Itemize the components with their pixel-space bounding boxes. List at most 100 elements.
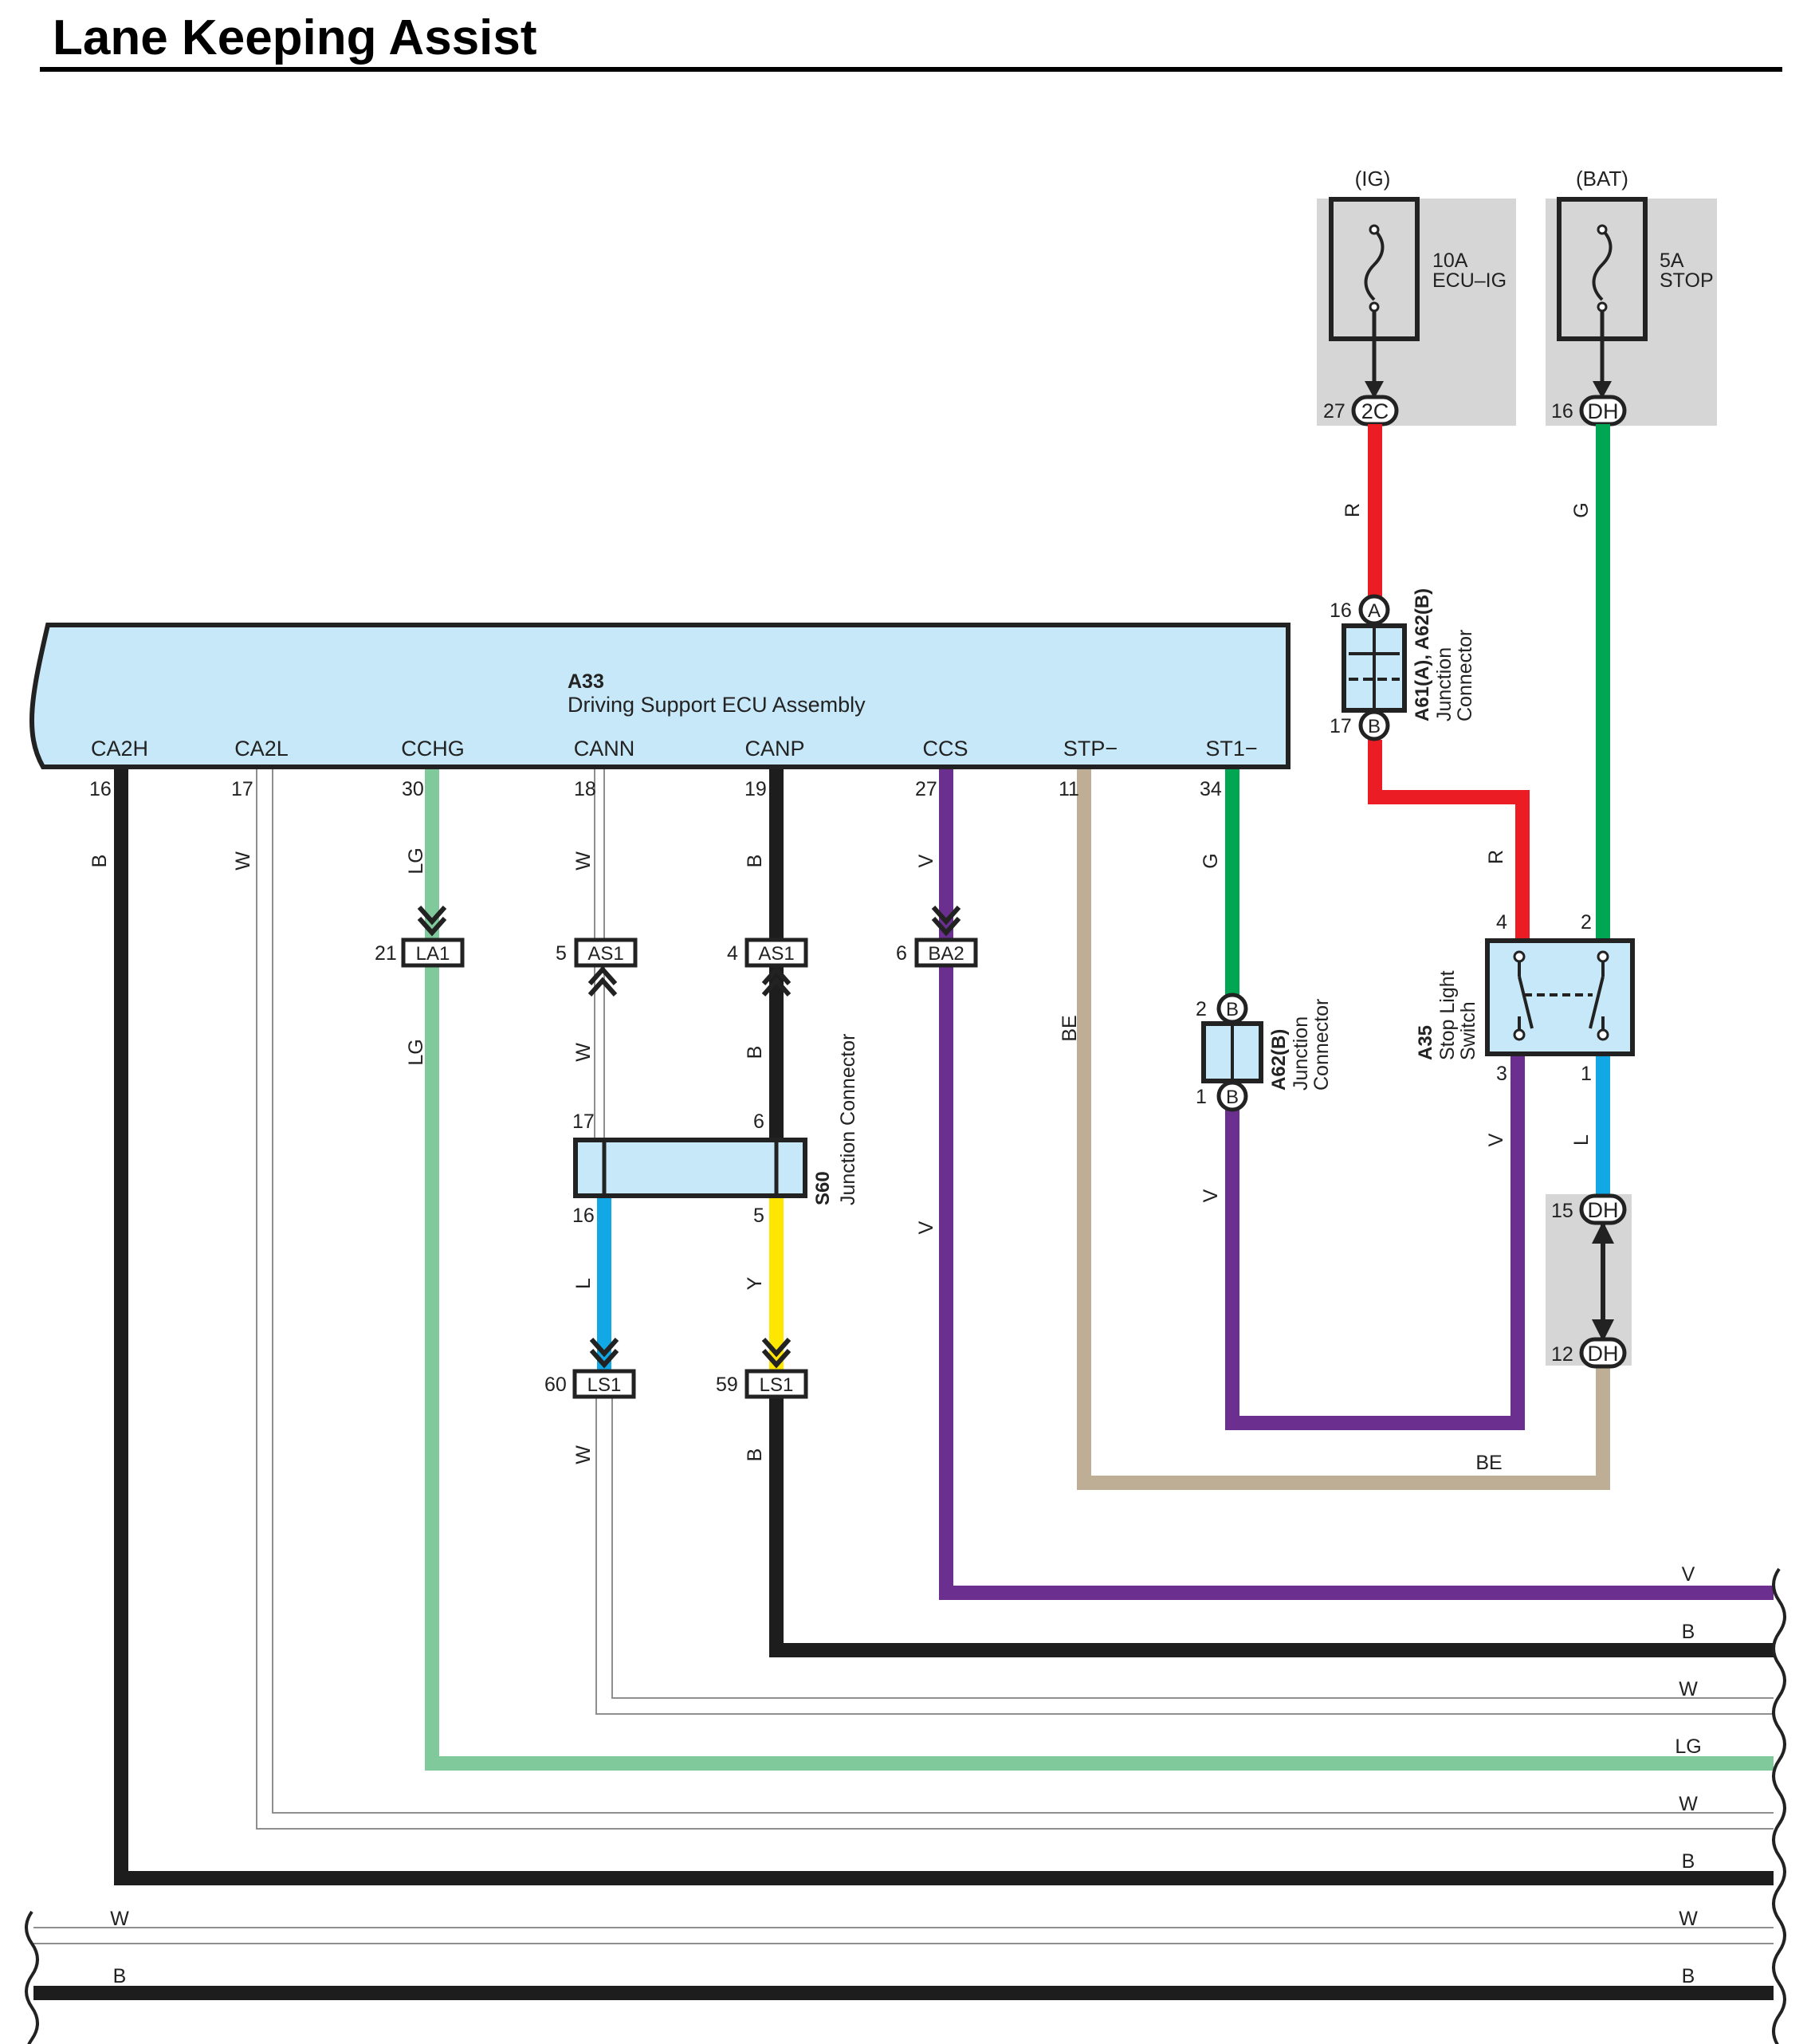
ls1-l-box [572, 1369, 636, 1399]
wl-ccs: V [915, 854, 937, 867]
switch-body [1485, 938, 1635, 1056]
ecu-pins: 16 17 30 18 19 27 11 34 [89, 778, 1222, 800]
wl-ba2-out: V [915, 1221, 937, 1234]
dh-down-arrow-icon [1592, 1319, 1614, 1342]
connector-la1: LA1 21 [375, 906, 465, 968]
wire-v-switch [1225, 1054, 1525, 1430]
wl-bat: G [1570, 502, 1593, 517]
ecu-assembly: A33 Driving Support ECU Assembly CA2H CA… [29, 623, 1290, 769]
wire-b-canp-bus [769, 1397, 1774, 1657]
ecu-description: Driving Support ECU Assembly [568, 693, 866, 717]
wire-lg-cchg [425, 767, 1774, 1771]
junction-s60: 17 6 16 5 S60 Junction Connector [572, 1034, 859, 1227]
wire-be [1077, 767, 1610, 1490]
ls1-y-box [744, 1369, 808, 1399]
stop-light-switch: 4 2 3 1 A35 Stop Light Switch [1415, 911, 1635, 1085]
s60-body [573, 1138, 807, 1198]
ig-fuse-name: ECU–IG [1432, 269, 1507, 292]
left-label-w: W [110, 1908, 129, 1930]
switch-name-2: Switch [1457, 1001, 1479, 1060]
ig-label: (IG) [1355, 167, 1391, 191]
bat-connector-id: DH [1588, 399, 1619, 423]
wl-l: L [572, 1278, 595, 1289]
bat-supply: (BAT) 5A STOP 16 DH [1546, 167, 1717, 426]
right-break-mark [1772, 1567, 1786, 2044]
bus-label-2: B [1682, 1621, 1695, 1643]
wire-b-ca2h [114, 767, 1774, 1885]
as1-cann-pin: 5 [556, 942, 567, 965]
connector-as1-canp: AS1 4 [727, 937, 808, 996]
wl-ls1-w: W [572, 1445, 595, 1464]
dh12-pin: 12 [1551, 1343, 1573, 1366]
a61-name-2: Connector [1454, 630, 1476, 721]
bat-fuse-name: STOP [1660, 269, 1714, 292]
ecu-terminal-cann: CANN [574, 737, 635, 761]
bus-labels: V B W LG W B W B W B [110, 1563, 1701, 1987]
connector-ba2: BA2 6 [896, 906, 978, 968]
a62-name-2: Connector [1310, 999, 1333, 1091]
wl-stp: BE [1059, 1015, 1081, 1041]
ecu-terminal-ca2h: CA2H [91, 737, 148, 761]
ba2-chevron-icon [931, 906, 961, 926]
wl-be: BE [1475, 1452, 1502, 1474]
junction-a62: B 2 B 1 A62(B) Junction Connector [1196, 993, 1333, 1112]
a61-name-1: Junction [1433, 647, 1455, 721]
a62-bottom-pin: 1 [1196, 1086, 1207, 1108]
s60-pin-17: 17 [572, 1110, 595, 1133]
ba2-pin: 6 [896, 942, 907, 965]
a62-id: A62(B) [1268, 1029, 1290, 1091]
a62-top-pin: 2 [1196, 998, 1207, 1020]
ls1-y-chevron-icon [761, 1338, 792, 1358]
bus-label-1: V [1682, 1563, 1695, 1586]
bat-fuse-amp: 5A [1660, 250, 1684, 272]
ig-fuse-amp: 10A [1432, 250, 1468, 272]
connector-ls1-l: LS1 60 [544, 1338, 636, 1399]
wl-a62-out: V [1200, 1189, 1222, 1202]
ba2-id: BA2 [928, 943, 964, 965]
as1-canp-chevron-icon [761, 965, 792, 985]
bus-label-4: LG [1675, 1735, 1701, 1758]
connector-dh-15: DH 15 [1551, 1193, 1627, 1225]
ecu-terminal-stp: STP− [1063, 737, 1118, 761]
connector-as1-cann: AS1 5 [556, 937, 638, 996]
la1-id: LA1 [416, 943, 450, 965]
ls1-l-pin: 60 [544, 1374, 567, 1396]
wire-w-ca2l [257, 767, 1774, 1828]
wl-switch-1: L [1570, 1134, 1593, 1146]
s60-pin-16: 16 [572, 1205, 595, 1227]
pin-canp: 19 [744, 778, 767, 800]
pin-ccs: 27 [915, 778, 937, 800]
wl-as1-cann-out: W [572, 1043, 595, 1062]
switch-pin-2: 2 [1581, 911, 1592, 934]
wl-cchg: LG [405, 847, 427, 874]
switch-pin-4: 4 [1496, 911, 1507, 934]
ecu-terminal-canp: CANP [744, 737, 804, 761]
bus-label-8: B [1682, 1965, 1695, 1987]
wl-a61-out: R [1485, 850, 1507, 864]
wire-w-cann-bus [597, 1397, 1774, 1713]
a62-top-code: B [1226, 999, 1239, 1020]
a61-top-code: A [1368, 600, 1381, 622]
ecu-terminal-cchg: CCHG [401, 737, 465, 761]
ig-supply: (IG) 10A ECU–IG 27 2C [1317, 167, 1516, 426]
switch-id: A35 [1415, 1025, 1436, 1060]
as1-canp-id: AS1 [758, 943, 794, 965]
switch-contact-right-icon [1589, 976, 1605, 1029]
bus-label-6: B [1682, 1850, 1695, 1873]
connector-ls1-y: LS1 59 [716, 1338, 808, 1399]
a61-bottom-terminal [1358, 710, 1390, 741]
a62-bottom-terminal [1216, 1080, 1248, 1112]
ba2-box [914, 937, 978, 968]
ecu-terminal-ca2l: CA2L [234, 737, 289, 761]
ig-pin: 27 [1323, 400, 1345, 423]
ig-fuse-icon [1364, 228, 1385, 301]
left-label-b: B [113, 1965, 127, 1987]
bat-label: (BAT) [1576, 167, 1628, 191]
a61-bottom-code: B [1368, 716, 1381, 737]
wl-ig: R [1342, 503, 1364, 517]
page-title: Lane Keeping Assist [53, 10, 537, 65]
ls1-l-id: LS1 [587, 1374, 622, 1396]
s60-pin-5: 5 [753, 1205, 764, 1227]
dh-up-arrow-icon [1592, 1221, 1614, 1244]
s60-name: Junction Connector [837, 1034, 859, 1205]
